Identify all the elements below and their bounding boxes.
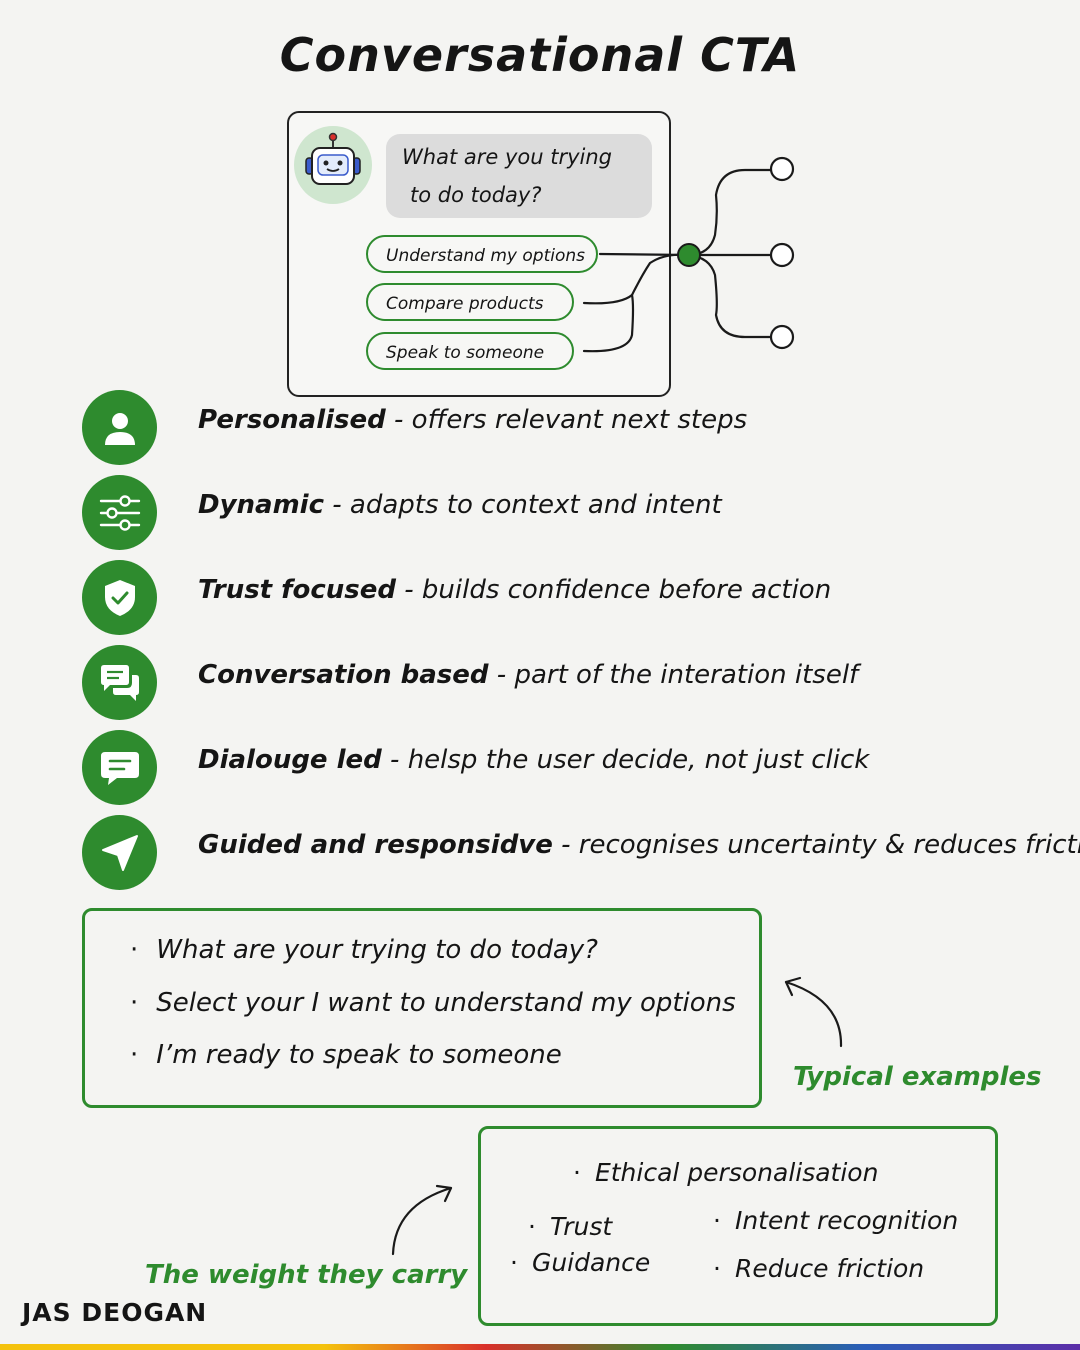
user-icon: [82, 390, 157, 465]
feature-term: Trust focused: [198, 575, 396, 605]
feature-desc: - part of the interation itself: [488, 660, 859, 690]
feature-desc: - helsp the user decide, not just click: [381, 745, 870, 775]
page-title: Conversational CTA: [279, 28, 801, 82]
feature-row-personalised: Personalised - offers relevant next step…: [198, 405, 747, 435]
curved-arrow-icon: [391, 1184, 453, 1256]
message-icon: [82, 730, 157, 805]
example-item: I’m ready to speak to someone: [130, 1040, 562, 1070]
examples-label: Typical examples: [793, 1062, 1042, 1092]
feature-desc: - builds confidence before action: [395, 575, 832, 605]
feature-term: Dynamic: [198, 490, 325, 520]
robot-icon: [305, 132, 361, 185]
option-compare-button[interactable]: Compare products: [366, 283, 574, 321]
option-understand-button[interactable]: Understand my options: [366, 235, 598, 273]
bot-message-bubble: What are you trying to do today?: [386, 134, 652, 218]
brand-logo: JAS DEOGAN: [22, 1298, 208, 1327]
bot-message-line-1: What are you trying: [402, 145, 612, 169]
feature-row-guided-responsive: Guided and responsidve - recognises unce…: [198, 830, 1080, 860]
example-item: Select your I want to understand my opti…: [130, 988, 735, 1018]
option-speak-button[interactable]: Speak to someone: [366, 332, 574, 370]
feature-desc: - offers relevant next steps: [385, 405, 748, 435]
weight-item: Guidance: [510, 1248, 650, 1277]
feature-row-dynamic: Dynamic - adapts to context and intent: [198, 490, 722, 520]
feature-row-dialouge-led: Dialouge led - helsp the user decide, no…: [198, 745, 869, 775]
examples-box: [82, 908, 762, 1108]
option-connector-diagram: [582, 156, 795, 353]
navigation-arrow-icon: [82, 815, 157, 890]
weight-box: [478, 1126, 998, 1326]
weight-label: The weight they carry: [145, 1260, 468, 1290]
feature-desc: - recognises uncertainty & reduces frict…: [552, 830, 1080, 860]
feature-term: Guided and responsidve: [198, 830, 553, 860]
feature-row-trust-focused: Trust focused - builds confidence before…: [198, 575, 831, 605]
sliders-icon: [82, 475, 157, 550]
feature-desc: - adapts to context and intent: [324, 490, 722, 520]
weight-item: Trust: [528, 1212, 612, 1241]
weight-item: Ethical personalisation: [573, 1158, 878, 1187]
bot-avatar: [294, 126, 372, 204]
example-item: What are your trying to do today?: [130, 935, 598, 965]
shield-check-icon: [82, 560, 157, 635]
curved-arrow-icon: [784, 976, 843, 1048]
bot-message-line-2: to do today?: [410, 183, 542, 207]
weight-item: Reduce friction: [713, 1254, 924, 1283]
rainbow-stripe: [0, 1344, 1080, 1350]
feature-term: Conversation based: [198, 660, 489, 690]
chat-bubbles-icon: [82, 645, 157, 720]
feature-term: Dialouge led: [198, 745, 382, 775]
feature-row-conversation-based: Conversation based - part of the interat…: [198, 660, 858, 690]
feature-term: Personalised: [198, 405, 386, 435]
weight-item: Intent recognition: [713, 1206, 958, 1235]
